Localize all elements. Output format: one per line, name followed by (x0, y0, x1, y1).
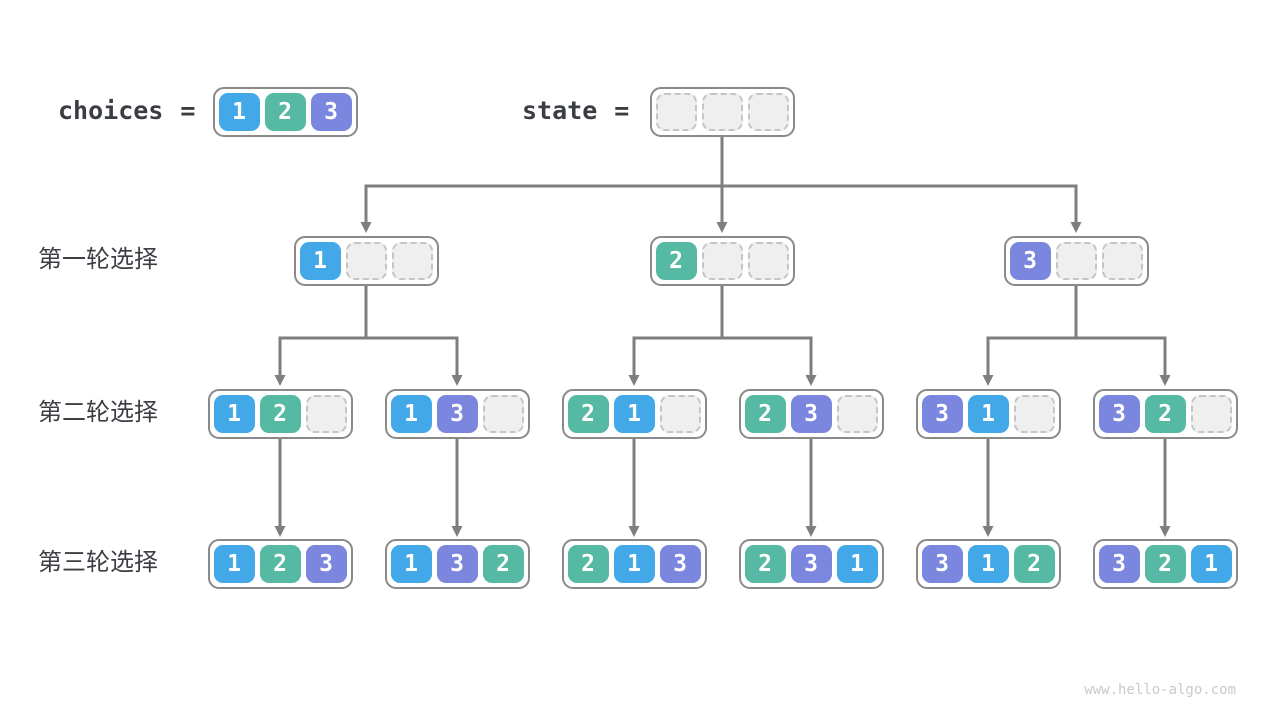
value-cell-3: 3 (790, 545, 832, 583)
value-cell-3: 3 (790, 395, 832, 433)
empty-slot (659, 395, 701, 433)
state-label: state (522, 96, 598, 125)
value-cell-3: 3 (659, 545, 701, 583)
empty-slot (701, 242, 743, 280)
value-cell-1: 1 (390, 545, 432, 583)
empty-slot (1190, 395, 1232, 433)
empty-slot (1101, 242, 1143, 280)
value-cell-2: 2 (259, 395, 301, 433)
value-cell-1: 1 (218, 93, 260, 131)
value-cell-3: 3 (1098, 545, 1140, 583)
value-cell-3: 3 (1098, 395, 1140, 433)
value-cell-1: 1 (613, 545, 655, 583)
value-cell-2: 2 (1144, 545, 1186, 583)
state-equals-sign: = (614, 96, 630, 125)
value-cell-3: 3 (436, 545, 478, 583)
value-cell-1: 1 (967, 395, 1009, 433)
value-cell-3: 3 (436, 395, 478, 433)
choices-label-group: choices = (58, 97, 195, 125)
row-label-round-3: 第三轮选择 (38, 549, 158, 576)
empty-slot (747, 242, 789, 280)
empty-slot (482, 395, 524, 433)
choices-label: choices (58, 96, 164, 125)
empty-slot (836, 395, 878, 433)
value-cell-2: 2 (482, 545, 524, 583)
value-cell-3: 3 (921, 545, 963, 583)
row-label-round-2: 第二轮选择 (38, 399, 158, 426)
choices-equals-sign: = (180, 96, 196, 125)
value-cell-2: 2 (1144, 395, 1186, 433)
value-cell-1: 1 (613, 395, 655, 433)
value-cell-2: 2 (567, 395, 609, 433)
value-cell-1: 1 (299, 242, 341, 280)
value-cell-1: 1 (213, 395, 255, 433)
row-label-round-1: 第一轮选择 (38, 246, 158, 273)
value-cell-2: 2 (744, 395, 786, 433)
value-cell-2: 2 (1013, 545, 1055, 583)
value-cell-2: 2 (655, 242, 697, 280)
empty-slot (345, 242, 387, 280)
empty-slot (655, 93, 697, 131)
value-cell-3: 3 (921, 395, 963, 433)
value-cell-1: 1 (967, 545, 1009, 583)
value-cell-3: 3 (305, 545, 347, 583)
empty-slot (701, 93, 743, 131)
empty-slot (747, 93, 789, 131)
empty-slot (305, 395, 347, 433)
value-cell-1: 1 (1190, 545, 1232, 583)
value-cell-2: 2 (567, 545, 609, 583)
value-cell-1: 1 (390, 395, 432, 433)
value-cell-2: 2 (744, 545, 786, 583)
empty-slot (1013, 395, 1055, 433)
value-cell-3: 3 (1009, 242, 1051, 280)
value-cell-1: 1 (213, 545, 255, 583)
state-array (649, 87, 795, 137)
round-1-node-3: 3 (1003, 236, 1149, 286)
watermark: www.hello-algo.com (1084, 682, 1236, 698)
state-label-group: state = (522, 97, 629, 125)
value-cell-3: 3 (310, 93, 352, 131)
round-1-node-1: 1 (293, 236, 439, 286)
value-cell-1: 1 (836, 545, 878, 583)
round-1-node-2: 2 (649, 236, 795, 286)
empty-slot (391, 242, 433, 280)
value-cell-2: 2 (259, 545, 301, 583)
empty-slot (1055, 242, 1097, 280)
value-cell-2: 2 (264, 93, 306, 131)
